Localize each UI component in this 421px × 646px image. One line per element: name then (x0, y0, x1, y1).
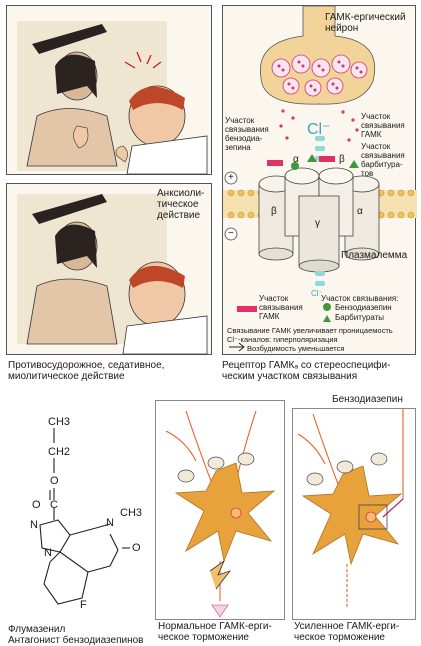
subunit-beta-left: β (271, 206, 277, 217)
neuron-normal-caption: Нормальное ГАМК-ерги- ческое торможение (158, 621, 272, 643)
neuron-label: ГАМК-ергический нейрон (325, 12, 406, 34)
arrow-icon (229, 342, 245, 352)
membrane-label: Плазмалемма (341, 250, 408, 261)
atom-ch2: CH2 (48, 446, 71, 458)
neuron-body (174, 462, 276, 563)
gaba-site-label: Участок связывания ГАМК (361, 112, 405, 139)
atom-n-ring-1: N (30, 519, 38, 531)
atom-o-carbonyl: O (32, 499, 41, 511)
legend-gaba-swatch (237, 306, 257, 312)
minus-sign: − (228, 228, 234, 239)
lightning-icon (209, 559, 232, 590)
neuron-enhanced-diagram (297, 409, 404, 609)
calm-illustration (17, 194, 208, 355)
note-line-2: Cl⁻-каналов: гиперполяризация (227, 335, 338, 344)
panel-receptor: ГАМК-ергический нейрон Cl⁻ Участок связы… (222, 5, 417, 355)
scare-illustration (17, 21, 208, 175)
subunit-beta-right: β (339, 154, 345, 165)
chloride-ion: Cl⁻ (307, 121, 331, 138)
club-icon (32, 24, 107, 54)
legend-barb-swatch (323, 315, 331, 322)
panel-anxiolytic: Анксиоли- тическое действие (6, 183, 212, 355)
neuron-enhanced-caption: Усиленное ГАМК-ерги- ческое торможение (294, 621, 400, 643)
subunit-alpha-right: α (357, 206, 363, 217)
panel-neuron-enhanced (292, 408, 416, 620)
benzo-top-label: Бензодиазепин (332, 394, 403, 405)
subunit-gamma: γ (315, 218, 320, 229)
panel-scare-reaction (6, 5, 212, 175)
atom-ch3-top: CH3 (48, 416, 71, 428)
atom-n-ring-2: N (44, 547, 52, 559)
legend-title: Участок связывания: (321, 294, 399, 303)
receptor-channel (258, 167, 380, 273)
barb-site-left (307, 154, 317, 162)
atom-f: F (80, 599, 87, 611)
neuron-normal-diagram (165, 410, 276, 618)
molecule-caption: Флумазенил Антагонист бензодиазепинов (8, 624, 144, 646)
panel-neuron-normal (155, 400, 285, 620)
gaba-site-right (319, 156, 335, 162)
plus-sign: + (228, 172, 234, 183)
atom-o-ether: O (50, 475, 59, 487)
atom-o-lactam: O (132, 542, 141, 554)
anxiolytic-label: Анксиоли- тическое действие (157, 188, 205, 221)
note-line-1: Связывание ГАМК увеличивает проницаемост… (227, 326, 393, 335)
club-icon (32, 194, 107, 224)
subunit-alpha-left: α (293, 154, 299, 165)
note-line-3: Возбудимость уменьшается (247, 344, 345, 353)
receptor-diagram (223, 6, 417, 352)
atom-n-methyl: N (106, 517, 114, 529)
atom-c-carbonyl: C (50, 499, 58, 511)
barb-site-right (349, 160, 359, 168)
chloride-small: Cl⁻ (311, 289, 323, 298)
benzo-site (291, 162, 299, 170)
gaba-site-left (267, 160, 283, 166)
receptor-caption: Рецептор ГАМКₐ со стереоспецифи- ческим … (222, 360, 391, 382)
legend-gaba-label: Участок связывания ГАМК (259, 294, 303, 321)
barb-site-label: Участок связывания барбитура- тов (361, 142, 405, 178)
left-caption: Противосудорожное, седативное, миолитиче… (8, 360, 165, 382)
neuron-body (301, 465, 403, 566)
legend-benzo-label: Бензодиазепин (335, 303, 392, 312)
benzo-site-label: Участок связывания бензодиа- зепина (225, 116, 269, 152)
legend-benzo-swatch (323, 303, 331, 311)
legend-barb-label: Барбитураты (335, 313, 384, 322)
atom-ch3-methyl: CH3 (120, 507, 143, 519)
